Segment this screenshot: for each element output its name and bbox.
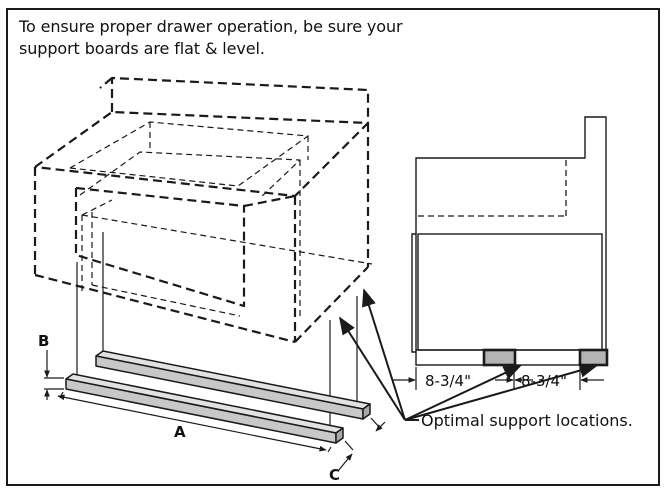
side-view-hidden-lines (418, 160, 567, 217)
dimension-b-label: B (38, 332, 49, 350)
support-foot-rear (578, 348, 609, 367)
dimension-a (57, 391, 332, 453)
spacing-left-label: 8-3/4" (425, 372, 471, 390)
support-foot-front (482, 348, 517, 367)
side-view (411, 116, 607, 366)
cabinet-outline (33, 76, 373, 432)
dimension-c (337, 417, 386, 472)
dimension-b (44, 350, 64, 400)
dimension-a-label: A (174, 423, 186, 441)
callout-label: Optimal support locations. (421, 411, 633, 430)
instruction-text: To ensure proper drawer operation, be su… (19, 17, 403, 58)
diagram-border (6, 8, 660, 486)
callout-arrows (339, 288, 598, 421)
dimension-c-label: C (329, 466, 340, 484)
